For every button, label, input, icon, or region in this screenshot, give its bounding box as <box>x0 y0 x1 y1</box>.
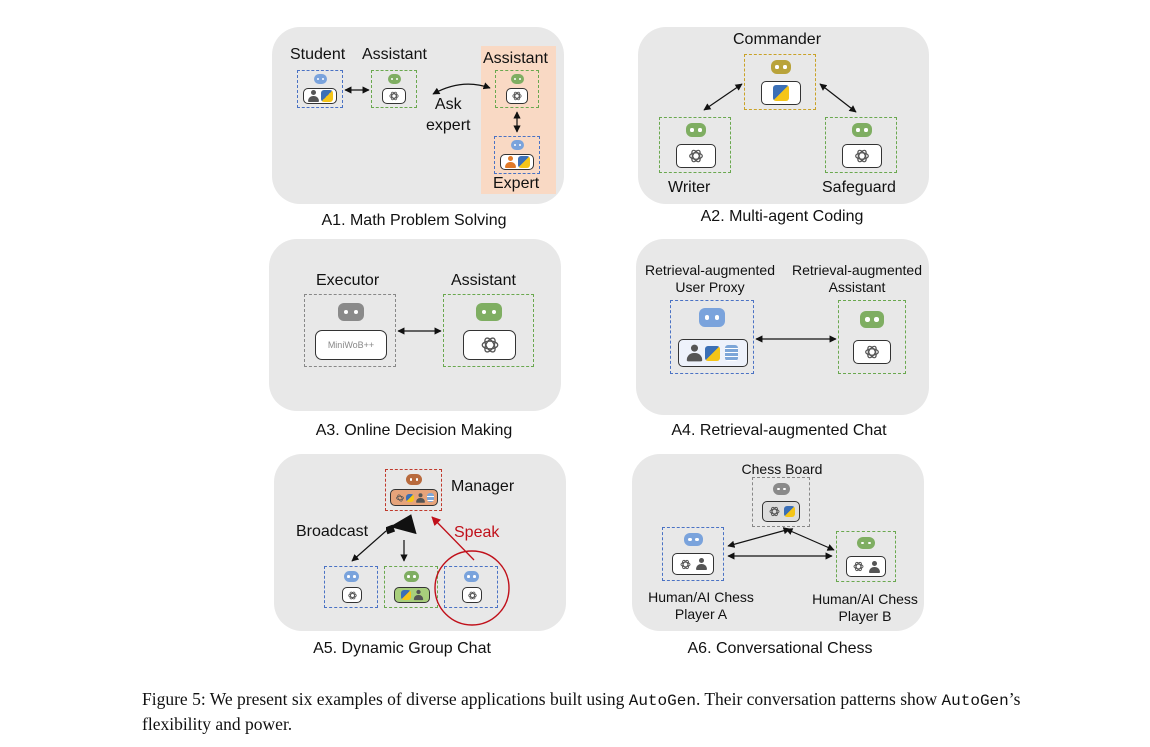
robot-icon <box>476 303 502 321</box>
player-b-agent <box>836 531 896 582</box>
person-icon <box>869 560 880 573</box>
autogen-name: AutoGen <box>628 692 696 710</box>
openai-icon <box>467 591 477 599</box>
openai-icon <box>481 337 498 353</box>
openai-icon <box>389 91 399 101</box>
miniwob-label: MiniWoB++ <box>327 340 375 350</box>
robot-icon <box>771 60 791 74</box>
robot-icon <box>699 308 725 327</box>
openai-icon <box>680 559 691 569</box>
robot-icon <box>511 74 524 84</box>
person-icon <box>686 344 702 362</box>
openai-icon <box>768 506 780 517</box>
player-a-agent <box>662 527 724 581</box>
python-icon <box>704 345 720 361</box>
assistant-expert-label: Assistant <box>483 50 548 67</box>
user-proxy-agent <box>670 300 754 374</box>
caption-a4: A4. Retrieval-augmented Chat <box>671 422 887 439</box>
openai-icon <box>865 345 879 359</box>
openai-icon <box>855 149 869 163</box>
database-icon <box>426 493 434 502</box>
caption-a3: A3. Online Decision Making <box>315 422 513 439</box>
assistant-agent <box>371 70 417 108</box>
caption-a2: A2. Multi-agent Coding <box>700 208 864 225</box>
assistant-label: Assistant <box>362 46 427 63</box>
caption-a6: A6. Conversational Chess <box>687 640 873 657</box>
robot-icon <box>860 311 884 328</box>
robot-icon <box>344 571 359 582</box>
openai-icon <box>395 493 404 502</box>
openai-icon <box>347 591 357 599</box>
python-icon <box>783 506 795 517</box>
player-a-label: Human/AI Chess Player A <box>648 589 754 622</box>
python-icon <box>517 156 530 168</box>
robot-icon <box>314 74 327 84</box>
a5-agent-left <box>324 566 378 608</box>
safeguard-label: Safeguard <box>822 179 896 196</box>
person-icon <box>504 156 516 168</box>
person-icon <box>696 558 707 570</box>
writer-agent <box>659 117 731 173</box>
commander-label: Commander <box>733 31 822 48</box>
ask-expert-label: Ask expert <box>426 96 471 134</box>
executor-label: Executor <box>316 272 380 289</box>
python-icon <box>773 85 789 101</box>
openai-icon <box>689 149 703 163</box>
openai-icon <box>853 561 864 572</box>
writer-label: Writer <box>668 179 711 196</box>
chess-board-label: Chess Board <box>741 461 823 477</box>
person-icon <box>307 90 319 102</box>
figure-caption: Figure 5: We present six examples of div… <box>142 689 1021 734</box>
executor-agent: MiniWoB++ <box>304 294 396 367</box>
expert-label: Expert <box>493 175 540 192</box>
a3-assistant-label: Assistant <box>451 272 516 289</box>
student-agent <box>297 70 343 108</box>
database-icon <box>724 345 738 361</box>
robot-icon <box>388 74 401 84</box>
robot-icon <box>338 303 364 321</box>
robot-icon <box>857 537 875 549</box>
broadcast-label: Broadcast <box>296 523 369 540</box>
manager-agent <box>385 469 442 511</box>
caption-a1: A1. Math Problem Solving <box>321 212 507 229</box>
user-proxy-label: Retrieval-augmented User Proxy <box>645 262 775 295</box>
ra-assistant-label: Retrieval-augmented Assistant <box>792 262 922 295</box>
chess-board-agent <box>752 477 810 527</box>
manager-label: Manager <box>451 478 515 495</box>
robot-icon <box>684 533 703 546</box>
a5-agent-right <box>444 566 498 608</box>
openai-icon <box>512 91 522 101</box>
person-icon <box>415 492 425 503</box>
expert-assistant-agent <box>495 70 539 108</box>
panel-a2 <box>638 27 929 204</box>
python-icon <box>400 590 411 600</box>
safeguard-agent <box>825 117 897 173</box>
robot-icon <box>852 123 872 137</box>
robot-icon <box>773 483 790 495</box>
caption-a5: A5. Dynamic Group Chat <box>313 640 491 657</box>
commander-agent <box>744 54 816 110</box>
speak-label: Speak <box>454 524 500 541</box>
a3-assistant-agent <box>443 294 534 367</box>
student-label: Student <box>290 46 346 63</box>
python-icon <box>405 493 414 502</box>
ra-assistant-agent <box>838 300 906 374</box>
robot-icon <box>511 140 524 150</box>
robot-icon <box>686 123 706 137</box>
panel-a3 <box>269 239 561 411</box>
expert-agent <box>494 136 540 174</box>
player-b-label: Human/AI Chess Player B <box>812 591 918 624</box>
robot-icon <box>464 571 479 582</box>
robot-icon <box>404 571 419 582</box>
robot-icon <box>406 474 422 485</box>
python-icon <box>320 90 333 102</box>
autogen-name: AutoGen <box>941 692 1009 710</box>
person-icon <box>413 589 423 601</box>
a5-agent-middle <box>384 566 438 608</box>
megaphone-icon <box>386 514 417 535</box>
